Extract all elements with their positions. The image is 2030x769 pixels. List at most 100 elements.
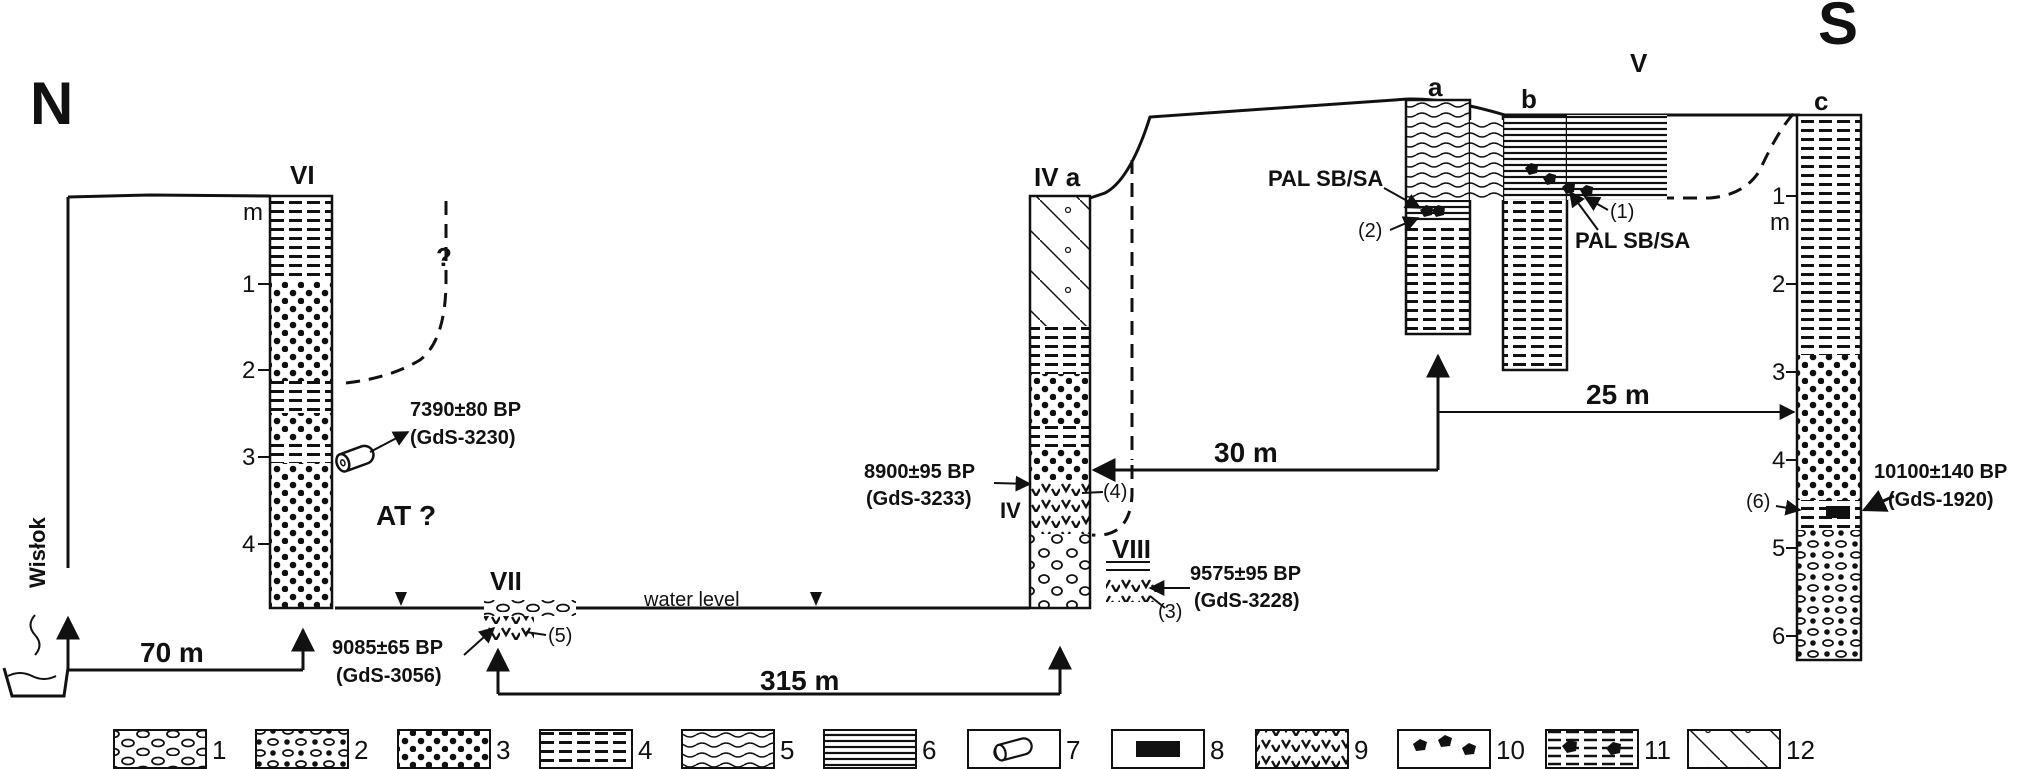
date-9575: 9575±95 BP [1190, 563, 1301, 585]
legend-item-1: 1 [113, 729, 226, 769]
legend-item-2: 2 [255, 729, 368, 769]
legend-label-4: 4 [638, 735, 652, 765]
distance-70-label: 70 m [140, 637, 204, 668]
arrow-sample-1 [1583, 196, 1609, 212]
legend-item-12: 12 [1687, 729, 1815, 769]
code-gds3228: (GdS-3228) [1194, 590, 1300, 612]
depth-tick-c-2: 2 [1772, 271, 1785, 298]
code-gds3056: (GdS-3056) [336, 665, 442, 687]
sample-1: (1) [1610, 201, 1634, 223]
legend-item-4: 4 [539, 729, 652, 769]
column-a [1404, 98, 1472, 336]
code-gds3233: (GdS-3233) [866, 488, 972, 510]
arrow-7390 [369, 431, 410, 453]
depth-unit-vi: m [243, 199, 263, 226]
question-mark: ? [436, 242, 452, 272]
at-label: AT ? [376, 500, 436, 531]
section-iva-label: IV a [1034, 162, 1081, 192]
terrace-fill [1470, 120, 1503, 200]
depth-tick-c-6: 6 [1772, 623, 1785, 650]
river-channel [2, 667, 70, 698]
arrow-9085 [463, 626, 496, 656]
sample-2: (2) [1358, 220, 1382, 242]
depth-tick-vi-2: 2 [242, 357, 255, 384]
date-7390: 7390±80 BP [410, 399, 521, 421]
pal-marker-b [1525, 163, 1593, 197]
legend-item-6: 6 [823, 729, 936, 769]
section-c-label: c [1814, 86, 1828, 116]
section-v-label: V [1630, 48, 1648, 78]
depth-tick-vi-3: 3 [242, 444, 255, 471]
river-water-wave [7, 672, 57, 680]
sample-4-pointer [1081, 491, 1104, 494]
legend-item-3: 3 [397, 729, 510, 769]
depth-tick-c-3: 3 [1772, 359, 1785, 386]
section-vii-label: VII [490, 566, 522, 596]
column-iva [1028, 194, 1092, 610]
legend: 1 2 3 4 5 6 7 [113, 729, 1815, 769]
section-iv-label: IV [1000, 498, 1021, 523]
pal-label-b: PAL SB/SA [1575, 228, 1690, 253]
paleochannel-dashed-north [345, 195, 448, 385]
depth-tick-c-5: 5 [1772, 535, 1785, 562]
paleochannel-dashed-iva [1091, 465, 1134, 537]
depth-tick-c-1: 1 [1772, 183, 1785, 210]
date-10100: 10100±140 BP [1874, 461, 2007, 483]
depth-ticks-c: 1 2 3 4 5 6 [1772, 183, 1797, 650]
sample-4: (4) [1103, 481, 1127, 503]
terrain-profile-terrace [1089, 97, 1409, 200]
legend-label-2: 2 [354, 735, 368, 765]
distance-25-label: 25 m [1586, 379, 1650, 410]
distance-30-label: 30 m [1214, 437, 1278, 468]
depth-tick-vi-1: 1 [242, 271, 255, 298]
north-label: N [30, 70, 73, 137]
legend-label-3: 3 [496, 735, 510, 765]
depth-ticks-vi: 1 2 3 4 [242, 271, 270, 558]
legend-item-10: 10 [1397, 729, 1525, 769]
legend-label-5: 5 [780, 735, 794, 765]
arrow-10100 [1861, 489, 1895, 512]
pal-label-a: PAL SB/SA [1268, 166, 1383, 191]
sample-5-pointer [525, 631, 547, 636]
depth-unit-c: m [1770, 209, 1790, 236]
column-vi [268, 194, 334, 610]
river-flow-wave [29, 614, 41, 656]
date-9085: 9085±65 BP [332, 637, 443, 659]
depth-tick-c-4: 4 [1772, 447, 1785, 474]
pal-marker-a [1420, 205, 1445, 217]
date-8900: 8900±95 BP [864, 461, 975, 483]
legend-label-9: 9 [1354, 735, 1368, 765]
river-label: Wisłok [25, 517, 50, 588]
legend-label-8: 8 [1210, 735, 1224, 765]
section-vi-label: VI [290, 160, 315, 190]
column-c [1795, 113, 1863, 662]
legend-wood-log-icon [993, 737, 1033, 762]
section-viii-label: VIII [1112, 534, 1151, 564]
water-level-marker-right [810, 592, 822, 606]
arrow-pal-b [1569, 190, 1599, 231]
legend-item-8: 8 [1111, 729, 1224, 769]
terrain-profile-north [66, 193, 271, 568]
distance-315-label: 315 m [760, 665, 839, 696]
legend-label-6: 6 [922, 735, 936, 765]
water-level-label: water level [643, 589, 740, 611]
section-b-label: b [1521, 84, 1537, 114]
paleochannel-dashed [1660, 110, 1797, 200]
water-level-marker-left [395, 592, 407, 606]
south-label: S [1818, 0, 1858, 57]
arrow-8900 [993, 475, 1032, 492]
column-b [1501, 113, 1569, 372]
legend-item-9: 9 [1255, 729, 1368, 769]
sample-5: (5) [548, 625, 572, 647]
wood-log-icon [335, 444, 375, 473]
sample-6: (6) [1746, 491, 1770, 513]
sample-3: (3) [1158, 601, 1182, 623]
legend-item-5: 5 [681, 729, 794, 769]
legend-item-11: 11 [1545, 729, 1671, 769]
paleochannel-fill [1567, 115, 1667, 200]
section-a-label: a [1428, 72, 1443, 102]
legend-item-7: 7 [967, 729, 1080, 769]
arrow-sample-6 [1775, 499, 1802, 516]
depth-tick-vi-4: 4 [242, 531, 255, 558]
